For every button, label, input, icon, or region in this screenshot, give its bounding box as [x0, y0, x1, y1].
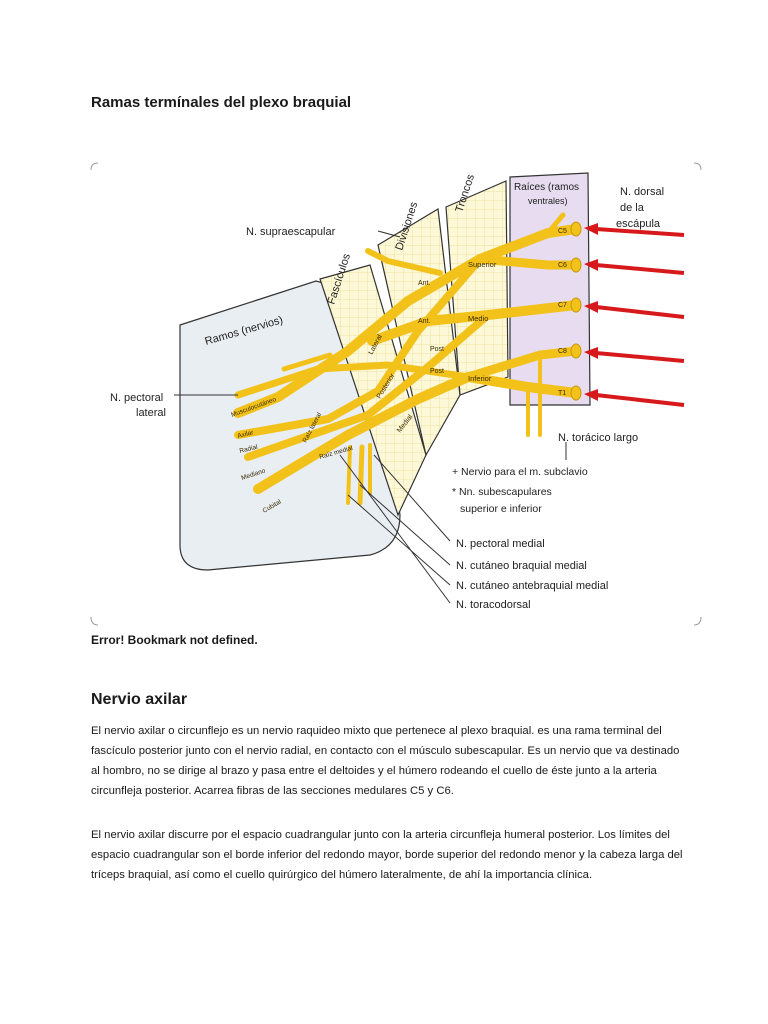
nerve-network	[233, 212, 581, 506]
label-toracico-largo: N. torácico largo	[558, 432, 638, 444]
label-c7: C7	[558, 302, 567, 309]
label-legend-plus: + Nervio para el m. subclavio	[452, 466, 588, 478]
label-t1: T1	[558, 390, 566, 397]
crop-mark-top-right	[693, 162, 702, 171]
red-arrows	[584, 223, 685, 407]
section-heading: Nervio axilar	[91, 691, 188, 708]
label-pectoral-medial: N. pectoral medial	[456, 538, 545, 550]
label-cutaneo-antebraquial: N. cutáneo antebraquial medial	[456, 580, 608, 592]
brachial-plexus-figure: Ramos (nervios) Fascículos Divisiones Tr…	[88, 155, 704, 633]
label-medio: Medio	[468, 314, 488, 323]
label-raices-1: Raíces (ramos	[514, 182, 579, 193]
label-inferior: Inferior	[468, 374, 492, 383]
label-supraescapular: N. supraescapular	[246, 226, 336, 238]
label-pectoral-lateral-1: N. pectoral	[110, 392, 163, 404]
crop-mark-top-left	[90, 162, 99, 171]
label-post-2: Post	[430, 368, 444, 375]
label-dorsal-2: de la	[620, 202, 645, 214]
label-dorsal-3: escápula	[616, 218, 661, 230]
label-toracodorsal: N. toracodorsal	[456, 599, 531, 611]
bookmark-error-text: Error! Bookmark not defined.	[91, 633, 258, 647]
paragraph-2: El nervio axilar discurre por el espacio…	[91, 829, 683, 881]
label-c5: C5	[558, 228, 567, 235]
page-title: Ramas termínales del plexo braquial	[91, 94, 352, 111]
label-dorsal-1: N. dorsal	[620, 186, 664, 198]
label-c6: C6	[558, 262, 567, 269]
label-ant-2: Ant.	[418, 318, 431, 325]
label-ant-1: Ant.	[418, 280, 431, 287]
leader-lines	[174, 230, 567, 604]
region-raices	[509, 172, 591, 406]
label-post-1: Post	[430, 346, 444, 353]
label-superior: Superior	[468, 260, 497, 269]
root-end-caps	[570, 221, 582, 401]
crop-mark-bottom-right	[693, 616, 702, 626]
label-legend-star-1: * Nn. subescapulares	[452, 486, 552, 498]
crop-mark-bottom-left	[90, 616, 99, 626]
label-cutaneo-braquial: N. cutáneo braquial medial	[456, 560, 587, 572]
label-radial: Radial	[239, 444, 259, 455]
label-pectoral-lateral-2: lateral	[136, 407, 166, 419]
label-raices-2: ventrales)	[528, 196, 568, 206]
label-c8: C8	[558, 348, 567, 355]
label-legend-star-2: superior e inferior	[460, 503, 542, 515]
paragraph-1: El nervio axilar o circunflejo es un ner…	[91, 725, 680, 797]
label-axilar: Axilar	[237, 429, 255, 440]
